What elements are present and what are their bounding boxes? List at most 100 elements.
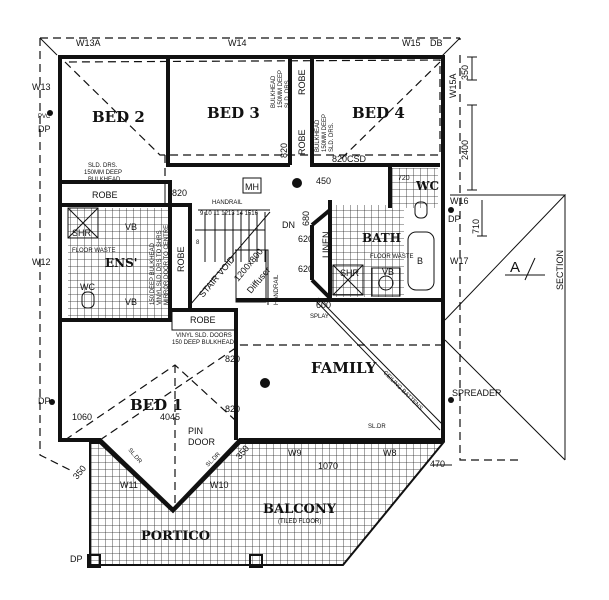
smoke-detector-icon xyxy=(292,178,302,188)
manhole xyxy=(242,177,262,194)
dim-2400: 2400 xyxy=(460,140,470,160)
balcony-note: (TILED FLOOR) xyxy=(278,519,321,525)
ens-bulkhead-note: MIRROR DOOR TO CENTRE xyxy=(164,225,170,305)
dim-710: 710 xyxy=(471,219,481,234)
window-w15: W15 xyxy=(402,38,421,48)
section-marker: A xyxy=(510,259,520,276)
room-portico: PORTICO xyxy=(141,529,210,544)
room-bed-1: BED 1 xyxy=(130,396,183,414)
pin-door-label: PIN xyxy=(188,426,203,436)
bulkhead-note-bed4: BULKHEAD xyxy=(315,119,321,152)
sliding-door-label: SL.DR xyxy=(126,447,142,465)
dim-820-bed2: 820 xyxy=(172,188,187,198)
ens-toilet xyxy=(81,291,95,309)
bulkhead-note-bed4: 150MM DEEP xyxy=(322,114,328,152)
bulkhead-note-bed3: 150MM DEEP xyxy=(278,70,284,108)
window-w11: W11 xyxy=(120,480,138,490)
ens-bulkhead-note: VINYL SLD. DRS TO SHRS xyxy=(157,230,163,305)
smoke-detector-icon xyxy=(260,378,270,388)
window-w17: W17 xyxy=(450,256,469,266)
sliding-door-label: SL.DR xyxy=(368,424,386,430)
stair-down-label: DN xyxy=(282,220,295,230)
dim-820csd: 820CSD xyxy=(332,154,367,164)
dim-620-a: 620 xyxy=(298,234,313,244)
room-bath: BATH xyxy=(362,231,401,245)
bath-shower-label: SHR xyxy=(340,268,360,278)
handrail-label: HANDRAIL xyxy=(212,200,243,206)
dim-820-bed1-a: 820 xyxy=(225,354,240,364)
room-balcony: BALCONY xyxy=(263,502,337,517)
dim-820-bed3: 820 xyxy=(279,143,289,158)
room-ensuite: ENS' xyxy=(105,256,137,270)
pvc-label: PVC xyxy=(38,114,51,120)
ceiling-lines xyxy=(63,59,445,510)
window-w13: W13 xyxy=(32,82,51,92)
downpipe-label: DP xyxy=(70,554,83,564)
bath-vanity-label: VB xyxy=(382,267,394,277)
window-w13a: W13A xyxy=(76,38,101,48)
staircase xyxy=(189,209,271,306)
room-bed-2: BED 2 xyxy=(92,108,145,126)
splay-label: SPLAY xyxy=(310,314,329,320)
manhole-label: MH xyxy=(245,182,259,192)
bulkhead-note-bed4: SLD. DRS. xyxy=(329,122,335,152)
bathtub-label: B xyxy=(417,256,423,266)
ens-vanity-label-2: VB xyxy=(125,297,137,307)
bulkhead-note-bed3: SLD. DRS. xyxy=(285,78,291,108)
ens-floor-waste: FLOOR WASTE xyxy=(72,248,115,254)
dim-600: 600 xyxy=(316,300,331,310)
dim-350-left: 350 xyxy=(71,463,88,481)
robe-bed3: ROBE xyxy=(297,69,307,95)
stair-numbers: 9 10 11 1213 14 1516 xyxy=(200,211,259,217)
handrail-label-2: HANDRAIL xyxy=(274,274,280,305)
robe-bulkhead-note: 150 DEEP BULKHEAD xyxy=(172,340,235,346)
pin-door-label: DOOR xyxy=(188,437,216,447)
walls xyxy=(58,55,445,513)
ens-vanity-label: VB xyxy=(125,222,137,232)
bath-shower xyxy=(332,264,364,296)
bath-floor-waste: FLOOR WASTE xyxy=(370,254,413,260)
roof-section xyxy=(444,194,567,461)
wc-toilet xyxy=(414,201,428,219)
bulkhead-note-bed2: SLD. DRS. xyxy=(88,163,118,169)
dim-1060: 1060 xyxy=(72,412,92,422)
ceiling-battens-label: CEILING BATTENS xyxy=(382,370,424,412)
tiled-areas xyxy=(68,168,446,566)
bathtub xyxy=(407,231,435,291)
window-w15a: W15A xyxy=(448,73,458,98)
fixtures xyxy=(47,110,454,568)
robe-bed4: ROBE xyxy=(297,129,307,155)
dim-720: 720 xyxy=(398,175,410,182)
ens-shower-label: SHR xyxy=(72,228,92,238)
dim-1070: 1070 xyxy=(318,461,338,471)
ens-wc-label: WC xyxy=(80,282,95,292)
bulkhead-note-bed3: BULKHEAD xyxy=(271,75,277,108)
room-family: FAMILY xyxy=(311,359,377,377)
stair-number-8: 8 xyxy=(196,240,200,246)
bulkhead-note-bed2: 150MM DEEP xyxy=(84,170,122,176)
robe-ens: ROBE xyxy=(176,246,186,272)
downpipe-label: DP xyxy=(448,214,461,224)
dim-4045: 4045 xyxy=(160,412,180,422)
dim-820-bed1-b: 820 xyxy=(225,404,240,414)
ens-bulkhead-note: 150 DEEP BULKHEAD xyxy=(150,242,156,305)
basin xyxy=(371,267,401,297)
dim-470: 470 xyxy=(430,459,445,469)
window-w10: W10 xyxy=(210,480,229,490)
downpipe-label: DP xyxy=(38,396,51,406)
spreader-label: SPREADER xyxy=(452,388,502,398)
room-wc: WC xyxy=(415,179,439,193)
room-bed-3: BED 3 xyxy=(207,104,260,122)
dim-350-top: 350 xyxy=(460,65,470,80)
room-bed-4: BED 4 xyxy=(352,104,405,122)
window-w9: W9 xyxy=(288,448,302,458)
section-label: SECTION xyxy=(555,250,565,290)
eave-outline xyxy=(39,37,520,471)
ens-shower xyxy=(67,207,99,239)
dim-450: 450 xyxy=(316,176,331,186)
window-w16: W16 xyxy=(450,196,469,206)
dimension-lines xyxy=(432,56,487,466)
downpipe-label: DP xyxy=(38,124,51,134)
window-w12: W12 xyxy=(32,257,51,267)
robe-bulkhead-note: VINYL SLD. DOORS xyxy=(176,333,232,339)
